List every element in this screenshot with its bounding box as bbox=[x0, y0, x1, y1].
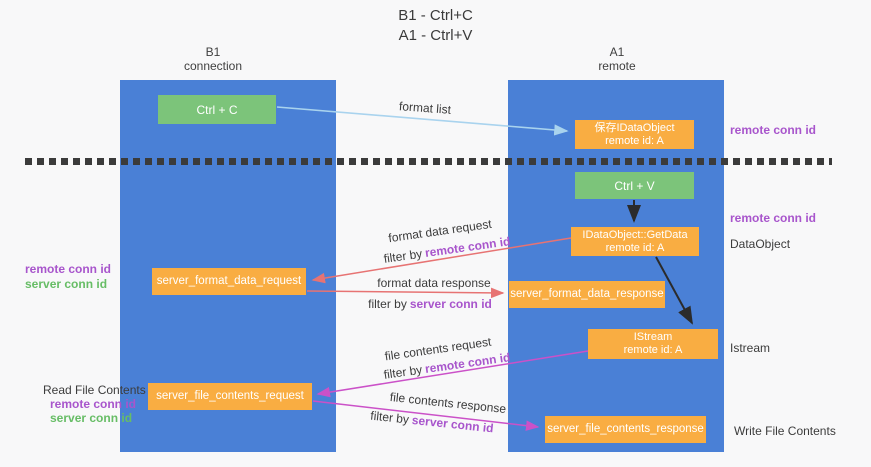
diagram-title-line2: A1 - Ctrl+V bbox=[398, 27, 473, 44]
node-server-format-data-request: server_format_data_request bbox=[152, 268, 306, 295]
server-conn-id-term: server conn id bbox=[409, 297, 492, 311]
label-read-file-contents: Read File Contents bbox=[43, 383, 146, 397]
label-write-file-contents: Write File Contents bbox=[734, 424, 836, 438]
filter-by-text: filter by bbox=[368, 297, 407, 311]
label-server-conn-id-left-top: server conn id bbox=[25, 277, 108, 291]
lane-header-a1: A1 remote bbox=[537, 45, 697, 73]
node-idataobject-getdata-line1: IDataObject::GetData bbox=[582, 228, 688, 241]
lane-b1-role: connection bbox=[183, 59, 243, 73]
node-save-idataobject-line1: 保存IDataObject bbox=[594, 121, 675, 134]
node-server-format-data-response: server_format_data_response bbox=[509, 281, 665, 308]
node-istream: IStream remote id: A bbox=[588, 329, 718, 359]
label-server-conn-id-left-bottom: server conn id bbox=[50, 411, 133, 425]
filter-by-text: filter by bbox=[382, 246, 424, 266]
lane-header-b1: B1 connection bbox=[133, 45, 293, 73]
node-istream-line1: IStream bbox=[633, 331, 673, 343]
arrow-format-data-response bbox=[306, 287, 505, 299]
lane-a1-role: remote bbox=[598, 59, 636, 73]
node-istream-line2: remote id: A bbox=[623, 344, 683, 356]
server-conn-id-term: server conn id bbox=[411, 412, 495, 436]
node-server-file-contents-response: server_file_contents_response bbox=[545, 416, 706, 443]
diagram-title-line1: B1 - Ctrl+C bbox=[398, 7, 473, 24]
node-server-file-contents-request: server_file_contents_request bbox=[148, 383, 312, 410]
node-idataobject-getdata: IDataObject::GetData remote id: A bbox=[571, 227, 699, 256]
label-dataobject: DataObject bbox=[730, 237, 791, 251]
node-save-idataobject: 保存IDataObject remote id: A bbox=[575, 120, 694, 149]
filter-by-text: filter by bbox=[382, 362, 424, 382]
label-remote-conn-id-left-bottom: remote conn id bbox=[50, 397, 137, 411]
filter-by-text: filter by bbox=[369, 408, 410, 427]
edge-label-format-data-response: format data response bbox=[377, 276, 491, 290]
label-istream: Istream bbox=[730, 341, 771, 355]
lane-a1-name: A1 bbox=[609, 45, 625, 59]
node-ctrl-c: Ctrl + C bbox=[158, 95, 276, 124]
node-ctrl-v: Ctrl + V bbox=[575, 172, 694, 199]
label-remote-conn-id-right-top: remote conn id bbox=[730, 123, 817, 137]
node-idataobject-getdata-line2: remote id: A bbox=[605, 241, 665, 254]
label-remote-conn-id-right-mid: remote conn id bbox=[730, 211, 817, 225]
edge-label-format-list: format list bbox=[398, 99, 452, 117]
lane-b1-name: B1 bbox=[205, 45, 221, 59]
session-boundary-dashed-line bbox=[25, 158, 832, 165]
node-save-idataobject-line2: remote id: A bbox=[605, 134, 664, 147]
label-remote-conn-id-left-top: remote conn id bbox=[25, 262, 112, 276]
